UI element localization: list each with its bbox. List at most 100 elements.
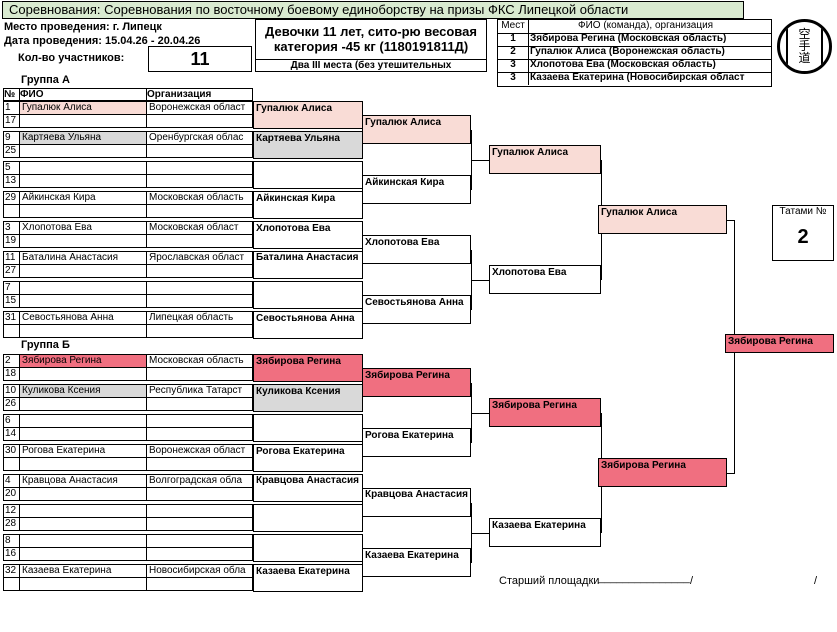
places-row: 3 Хлопотова Ева (Московская область): [498, 59, 771, 73]
participant-org: Московская область: [146, 191, 253, 205]
participant-org: [146, 367, 253, 381]
place-number: 3: [498, 59, 529, 72]
group-a-title: Группа А: [21, 74, 70, 86]
round2-winner: Рогова Екатерина: [362, 428, 471, 457]
participant-name: Айкинская Кира: [19, 191, 147, 205]
dates-text: Дата проведения: 15.04.26 - 20.04.26: [4, 35, 201, 47]
tatami-label: Татами №: [779, 206, 827, 217]
participant-org: [146, 161, 253, 175]
place-name: Казаева Екатерина (Новосибирская област: [530, 72, 745, 83]
participant-org: [146, 174, 253, 188]
places-table: Мест ФИО (команда), организация 1 Зябиро…: [497, 19, 772, 87]
participant-number: 31: [3, 311, 20, 325]
participant-name: Гупалюк Алиса: [19, 101, 147, 115]
place-name: Хлопотова Ева (Московская область): [530, 59, 716, 70]
round1-winner: Казаева Екатерина: [253, 564, 363, 592]
referee-signature-line: _______________: [598, 572, 690, 584]
participant-number: 30: [3, 444, 20, 458]
bracket-line: [471, 250, 472, 251]
participant-org: [146, 264, 253, 278]
category-box: Девочки 11 лет, сито-рю весовая категори…: [255, 19, 487, 72]
participant-number: 29: [3, 191, 20, 205]
round1-winner: Зябирова Регина: [253, 354, 363, 382]
karate-do-logo-icon: 空手道: [777, 19, 832, 74]
participant-number: [3, 204, 20, 218]
participant-name: [19, 534, 147, 548]
participant-number: 20: [3, 487, 20, 501]
participant-org: [146, 427, 253, 441]
participant-number: [3, 577, 20, 591]
round3-winner: Гупалюк Алиса: [489, 145, 601, 174]
participant-number: 26: [3, 397, 20, 411]
participant-name: Картяева Ульяна: [19, 131, 147, 145]
footer-slash: /: [814, 575, 818, 587]
logo-text: 空手道: [798, 27, 811, 65]
round1-winner: Картяева Ульяна: [253, 131, 363, 159]
competition-label: Соревнования:: [9, 2, 101, 17]
participant-org: [146, 457, 253, 471]
places-row: 2 Гупалюк Алиса (Воронежская область): [498, 46, 771, 60]
participant-org: Московская область: [146, 354, 253, 368]
participant-name: [19, 487, 147, 501]
participant-org: [146, 397, 253, 411]
participant-name: [19, 577, 147, 591]
place-name: Гупалюк Алиса (Воронежская область): [530, 46, 725, 57]
participant-name: [19, 264, 147, 278]
bracket-line: [471, 383, 472, 384]
group-b-title: Группа Б: [21, 339, 70, 351]
participant-name: [19, 324, 147, 338]
places-col-place: Мест: [498, 20, 529, 33]
category-line-1: Девочки 11 лет, сито-рю весовая: [265, 24, 477, 39]
participant-name: [19, 504, 147, 518]
participant-name: Зябирова Регина: [19, 354, 147, 368]
participant-number: 19: [3, 234, 20, 248]
competition-name: Соревнования по восточному боевому едино…: [104, 2, 629, 17]
participant-org: Воронежская област: [146, 101, 253, 115]
participant-org: [146, 204, 253, 218]
participant-org: Воронежская област: [146, 444, 253, 458]
category-line-2: категория -45 кг (1180191811Д): [273, 39, 469, 54]
col-header-num: №: [3, 88, 20, 101]
footer-slash: /: [690, 575, 694, 587]
participant-name: [19, 294, 147, 308]
participant-number: 1: [3, 101, 20, 115]
bracket-line: [471, 413, 489, 414]
participant-number: 15: [3, 294, 20, 308]
participant-org: [146, 114, 253, 128]
participant-name: [19, 547, 147, 561]
participant-name: Хлопотова Ева: [19, 221, 147, 235]
participant-number: 16: [3, 547, 20, 561]
participant-name: [19, 517, 147, 531]
bracket-line: [727, 473, 735, 474]
participant-number: 28: [3, 517, 20, 531]
tatami-box: Татами № 2: [772, 205, 834, 261]
place-number: 3: [498, 72, 529, 85]
venue-text: Место проведения: г. Липецк: [4, 21, 162, 33]
round3-winner: Казаева Екатерина: [489, 518, 601, 547]
category-sub: Два III места (без утешительных: [256, 59, 486, 71]
participant-number: 27: [3, 264, 20, 278]
participant-number: 32: [3, 564, 20, 578]
round4-winner: Гупалюк Алиса: [598, 205, 727, 234]
round2-winner: Зябирова Регина: [362, 368, 471, 397]
round1-winner: [253, 414, 363, 442]
participant-org: [146, 487, 253, 501]
round1-winner: Айкинская Кира: [253, 191, 363, 219]
round2-winner: Кравцова Анастасия: [362, 488, 471, 517]
bracket-line: [471, 130, 472, 131]
bracket-line: [471, 280, 489, 281]
participant-name: Рогова Екатерина: [19, 444, 147, 458]
participant-name: [19, 204, 147, 218]
round1-winner: Баталина Анастасия: [253, 251, 363, 279]
participant-number: 9: [3, 131, 20, 145]
participant-number: 10: [3, 384, 20, 398]
round1-empty: [253, 534, 363, 562]
participant-name: [19, 397, 147, 411]
participant-number: [3, 324, 20, 338]
tatami-number: 2: [797, 226, 809, 248]
participant-number: 11: [3, 251, 20, 265]
participant-org: Московская област: [146, 221, 253, 235]
places-col-name: ФИО (команда), организация: [578, 20, 714, 31]
participant-org: [146, 234, 253, 248]
round1-winner: Рогова Екатерина: [253, 444, 363, 472]
